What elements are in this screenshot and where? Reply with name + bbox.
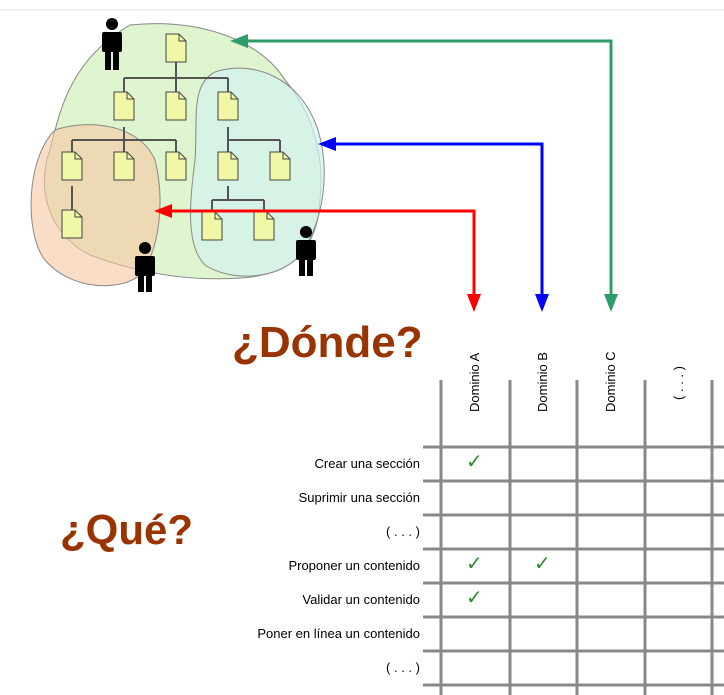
document-icon: [165, 91, 187, 121]
document-icon: [165, 151, 187, 181]
domain-a-label: Dominio A: [467, 352, 482, 412]
arrow-head-icon: [154, 204, 172, 218]
check-icon: ✓: [466, 587, 483, 609]
document-icon: [61, 209, 83, 239]
document-icon: [217, 151, 239, 181]
domain-more-label: ( . . . ): [671, 366, 686, 400]
document-icon: [113, 151, 135, 181]
row-label-validar-contenido: Validar un contenido: [302, 592, 420, 607]
person-icon: [296, 226, 316, 276]
arrow-head-icon: [535, 294, 549, 312]
person-icon: [135, 242, 155, 292]
document-icon: [253, 211, 275, 241]
document-icon: [165, 33, 187, 63]
document-icon: [61, 151, 83, 181]
person-icon: [102, 18, 122, 70]
domain-c-label: Dominio C: [603, 351, 618, 412]
row-label-poner-en-linea: Poner en línea un contenido: [257, 626, 420, 641]
arrow-head-icon: [467, 294, 481, 312]
check-icon: ✓: [534, 553, 551, 575]
row-label-more-1: ( . . . ): [386, 524, 420, 539]
document-icon: [269, 151, 291, 181]
where-heading: ¿Dónde?: [232, 318, 423, 367]
what-heading: ¿Qué?: [60, 506, 193, 553]
arrow-domain-b: [334, 142, 544, 298]
document-icon: [217, 91, 239, 121]
matrix-grid: [423, 380, 724, 695]
arrow-head-icon: [604, 294, 618, 312]
row-label-crear-seccion: Crear una sección: [314, 456, 421, 471]
row-label-more-2: ( . . . ): [386, 660, 420, 675]
tree-connectors: [71, 62, 281, 212]
arrow-domain-c: [246, 39, 613, 298]
domain-b-label: Dominio B: [535, 352, 550, 412]
row-label-proponer-contenido: Proponer un contenido: [288, 558, 420, 573]
document-icon: [113, 91, 135, 121]
arrow-head-icon: [230, 34, 248, 48]
arrow-domain-a: [170, 209, 476, 298]
arrow-head-icon: [318, 137, 336, 151]
document-icon: [201, 211, 223, 241]
check-icon: ✓: [466, 553, 483, 575]
row-label-suprimir-seccion: Suprimir una sección: [298, 490, 420, 505]
check-icon: ✓: [466, 451, 483, 473]
